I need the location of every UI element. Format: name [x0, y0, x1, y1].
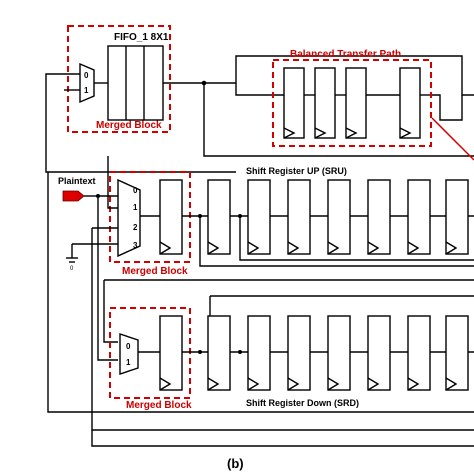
sru-register: [445, 179, 469, 255]
sru-register: [407, 179, 431, 255]
fifo-title: FIFO_1 8X1: [114, 32, 169, 43]
balanced-path-frame: [272, 59, 432, 147]
balanced-path-registers: [283, 67, 430, 139]
srd-title: Shift Register Down (SRD): [246, 398, 359, 408]
sru-register-chain: [182, 179, 474, 255]
srd-mux: [119, 333, 139, 375]
srd-register: [367, 315, 391, 391]
sru-clock-mark: [247, 241, 260, 255]
balanced-clock-mark: [345, 127, 358, 139]
srd-merged-block-frame: [109, 307, 191, 399]
balanced-return-wire: [430, 94, 463, 121]
srd-register: [407, 315, 431, 391]
sru-clock-mark: [445, 241, 458, 255]
srd-register: [247, 315, 271, 391]
srd-clock-mark: [327, 377, 340, 391]
srd-mux-pin-0: 0: [126, 342, 131, 351]
srd-clock-mark: [159, 377, 172, 391]
srd-junction: [238, 350, 242, 354]
sru-in0-vertical: [97, 196, 118, 361]
srd-clock-mark: [287, 377, 300, 391]
balanced-path-wire: [235, 55, 474, 96]
sru-register: [367, 179, 391, 255]
balanced-path-label: Balanced Transfer Path: [290, 49, 401, 60]
balanced-register: [314, 67, 336, 139]
sru-feedback-wire: [199, 216, 474, 267]
sru-register: [287, 179, 311, 255]
sru-clock-mark: [327, 241, 340, 255]
balanced-register: [399, 67, 421, 139]
fifo-mux-pin-0: 0: [84, 71, 89, 80]
balanced-path-wire: [235, 83, 284, 96]
srd-clock-mark: [445, 377, 458, 391]
sru-register: [327, 179, 351, 255]
srd-top-wire: [103, 280, 118, 343]
srd-register: [159, 315, 183, 391]
ground-label: 0: [70, 266, 74, 272]
srd-register: [207, 315, 231, 391]
sru-feedback-wire: [239, 216, 474, 261]
fifo-mux: [79, 62, 95, 104]
srd-register: [327, 315, 351, 391]
srd-merged-block-label: Merged Block: [126, 400, 192, 411]
sru-clock-mark: [407, 241, 420, 255]
sru-mux-pin-0: 0: [133, 186, 138, 195]
sru-register: [207, 179, 231, 255]
sru-mux-pin-1: 1: [133, 203, 138, 212]
srd-mux-pin-1: 1: [126, 358, 131, 367]
plaintext-arrow-icon: [62, 190, 85, 202]
balanced-clock-mark: [314, 127, 327, 139]
sru-title: Shift Register UP (SRU): [246, 166, 347, 176]
sru-register: [247, 179, 271, 255]
srd-register-chain: [159, 315, 474, 391]
srd-return-wire: [91, 430, 474, 447]
fifo-merged-block-frame: [67, 25, 171, 133]
srd-clock-mark: [367, 377, 380, 391]
srd-register: [445, 315, 469, 391]
fifo-mux-pin-1: 1: [84, 86, 89, 95]
sru-register: [159, 179, 183, 255]
srd-junction: [198, 350, 202, 354]
srd-clock-mark: [407, 377, 420, 391]
sru-mux-pin-3: 3: [133, 241, 138, 250]
srd-clock-mark: [207, 377, 220, 391]
sru-mux: [117, 178, 141, 258]
srd-clock-mark: [247, 377, 260, 391]
sru-in1-wire: [107, 156, 118, 209]
fifo-tap-wire: [203, 83, 474, 157]
fifo-merged-block-label: Merged Block: [96, 120, 162, 131]
balanced-out-red-line: [431, 117, 474, 161]
srd-register: [287, 315, 311, 391]
sru-mux-pin-2: 2: [133, 223, 138, 232]
balanced-clock-mark: [283, 127, 296, 139]
srd-return-wire: [47, 172, 474, 413]
sru-merged-block-frame: [109, 171, 191, 263]
balanced-register: [345, 67, 367, 139]
sru-clock-mark: [367, 241, 380, 255]
sru-clock-mark: [287, 241, 300, 255]
plaintext-label: Plaintext: [58, 176, 96, 186]
balanced-clock-mark: [399, 127, 412, 139]
balanced-register: [283, 67, 305, 139]
sru-clock-mark: [159, 241, 172, 255]
sru-clock-mark: [207, 241, 220, 255]
fifo-storage: [107, 45, 164, 121]
sru-merged-block-label: Merged Block: [122, 266, 188, 277]
figure-caption: (b): [227, 456, 244, 471]
